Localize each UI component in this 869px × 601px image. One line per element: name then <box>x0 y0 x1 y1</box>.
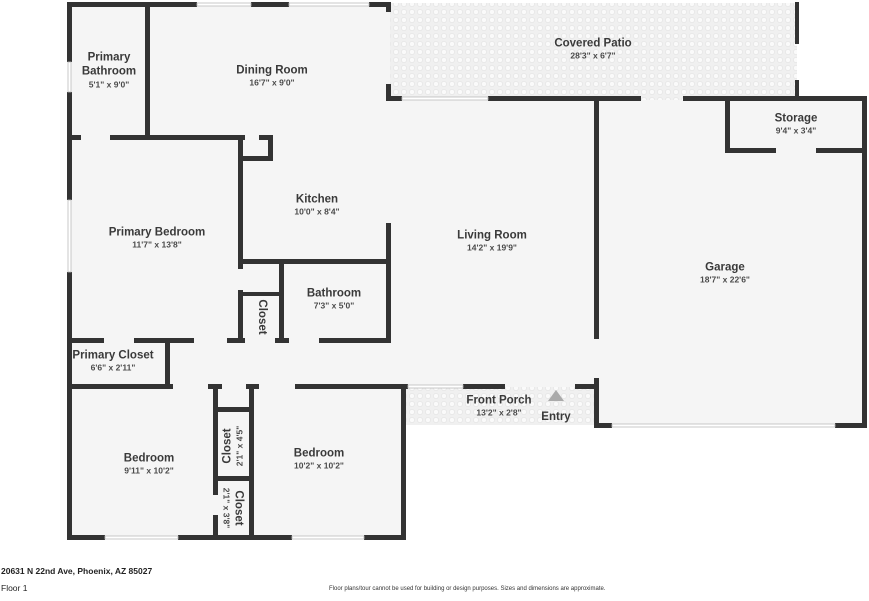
room-hall-closet: Closet <box>255 299 269 334</box>
room-name: Primary Closet <box>72 349 154 362</box>
room-name: Bedroom <box>293 447 345 460</box>
window <box>407 384 464 389</box>
room-name: Closet <box>256 299 269 335</box>
room-dimensions: 18'7" x 22'6" <box>700 274 750 285</box>
room-living-room: Living Room 14'2" x 19'9" <box>457 229 527 254</box>
entry-label: Entry <box>541 410 570 424</box>
property-address: 20631 N 22nd Ave, Phoenix, AZ 85027 <box>1 566 153 576</box>
room-name: Bathroom <box>81 65 137 78</box>
window <box>291 535 365 540</box>
room-dining-room: Dining Room 16'7" x 9'0" <box>236 64 308 89</box>
room-name: Closet <box>221 428 234 464</box>
room-dimensions: 2'1" x 4'5" <box>234 425 245 467</box>
room-name: Storage <box>774 112 818 125</box>
walls <box>67 2 867 540</box>
room-bedroom-right: Bedroom 10'2" x 10'2" <box>294 447 344 472</box>
room-primary-bathroom: Primary Bathroom 5'1" x 9'0" <box>82 50 136 89</box>
window <box>196 2 252 7</box>
room-dimensions: 2'1" x 3'8" <box>221 487 232 529</box>
room-bedroom-left: Bedroom 9'11" x 10'2" <box>124 452 174 477</box>
room-dimensions: 10'2" x 10'2" <box>294 460 344 471</box>
room-closet-lower: Closet 2'1" x 3'8" <box>221 488 246 528</box>
window <box>288 2 370 7</box>
room-dimensions: 6'6" x 2'11" <box>90 362 136 373</box>
window <box>67 61 72 93</box>
room-name: Living Room <box>457 229 527 242</box>
room-dimensions: 10'0" x 8'4" <box>294 206 340 217</box>
room-dimensions: 14'2" x 19'9" <box>467 242 517 253</box>
room-closet-upper: Closet 2'1" x 4'5" <box>221 426 246 466</box>
room-storage: Storage 9'4" x 3'4" <box>775 112 818 137</box>
room-garage: Garage 18'7" x 22'6" <box>700 261 750 286</box>
room-name: Dining Room <box>236 64 308 77</box>
room-bathroom: Bathroom 7'3" x 5'0" <box>307 287 361 312</box>
floor-plan <box>67 2 867 540</box>
garage-door <box>611 423 836 428</box>
room-name: Bedroom <box>123 452 175 465</box>
entry-arrow-icon <box>548 390 564 401</box>
room-name: Bathroom <box>306 287 362 300</box>
covered-patio-floor <box>390 3 797 100</box>
room-front-porch: Front Porch 13'2" x 2'8" <box>466 394 531 419</box>
room-dimensions: 5'1" x 9'0" <box>88 79 130 90</box>
room-primary-closet: Primary Closet 6'6" x 2'11" <box>72 349 153 374</box>
window <box>104 535 179 540</box>
room-dimensions: 16'7" x 9'0" <box>249 77 295 88</box>
room-covered-patio: Covered Patio 28'3" x 6'7" <box>554 37 631 62</box>
room-name: Entry <box>541 410 571 423</box>
floor-label: Floor 1 <box>1 583 28 593</box>
room-name: Front Porch <box>466 394 532 407</box>
room-dimensions: 13'2" x 2'8" <box>476 407 522 418</box>
room-kitchen: Kitchen 10'0" x 8'4" <box>294 193 339 218</box>
room-name: Covered Patio <box>554 37 632 50</box>
room-name: Kitchen <box>295 193 339 206</box>
disclaimer: Floor plans/tour cannot be used for buil… <box>329 586 606 592</box>
room-name: Garage <box>705 261 745 274</box>
sliding-door <box>401 96 489 101</box>
window <box>67 199 72 273</box>
room-name: Closet <box>232 490 245 526</box>
windows <box>67 2 836 540</box>
front-porch-floor <box>405 387 594 425</box>
room-dimensions: 7'3" x 5'0" <box>313 300 355 311</box>
room-name: Primary <box>87 51 131 64</box>
room-dimensions: 28'3" x 6'7" <box>570 50 616 61</box>
room-dimensions: 9'11" x 10'2" <box>124 465 174 476</box>
room-name: Primary Bedroom <box>108 226 206 239</box>
room-primary-bedroom: Primary Bedroom 11'7" x 13'8" <box>109 226 206 251</box>
room-dimensions: 9'4" x 3'4" <box>775 125 817 136</box>
room-dimensions: 11'7" x 13'8" <box>132 239 182 250</box>
